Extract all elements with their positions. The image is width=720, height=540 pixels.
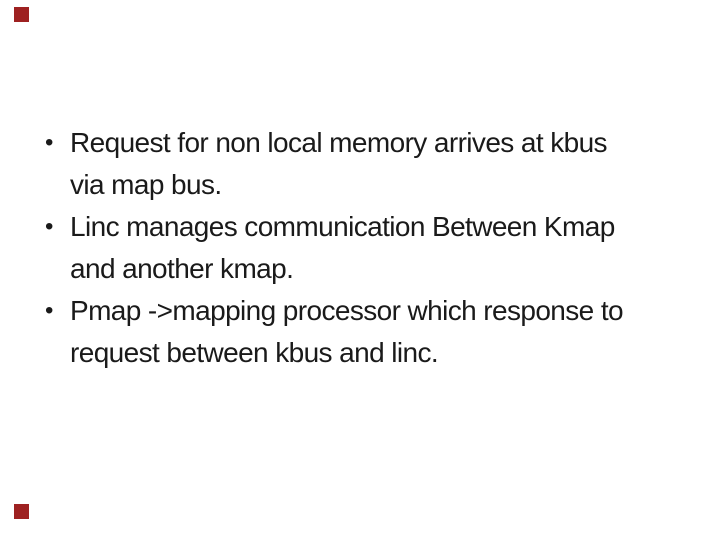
- corner-accent-square-bottom: [14, 504, 29, 519]
- bullet-item: • Linc manages communication Between Kmap…: [45, 206, 685, 290]
- corner-accent-square-top: [14, 7, 29, 22]
- bullet-marker: •: [45, 297, 54, 324]
- bullet-text: Pmap ->mapping processor which response …: [70, 295, 624, 368]
- bullet-list: • Request for non local memory arrives at…: [45, 122, 685, 374]
- bullet-text: Request for non local memory arrives at …: [70, 127, 608, 200]
- bullet-item: • Request for non local memory arrives at…: [45, 122, 685, 206]
- bullet-marker: •: [45, 129, 54, 156]
- bullet-item: • Pmap ->mapping processor which response…: [45, 290, 685, 374]
- bullet-marker: •: [45, 213, 54, 240]
